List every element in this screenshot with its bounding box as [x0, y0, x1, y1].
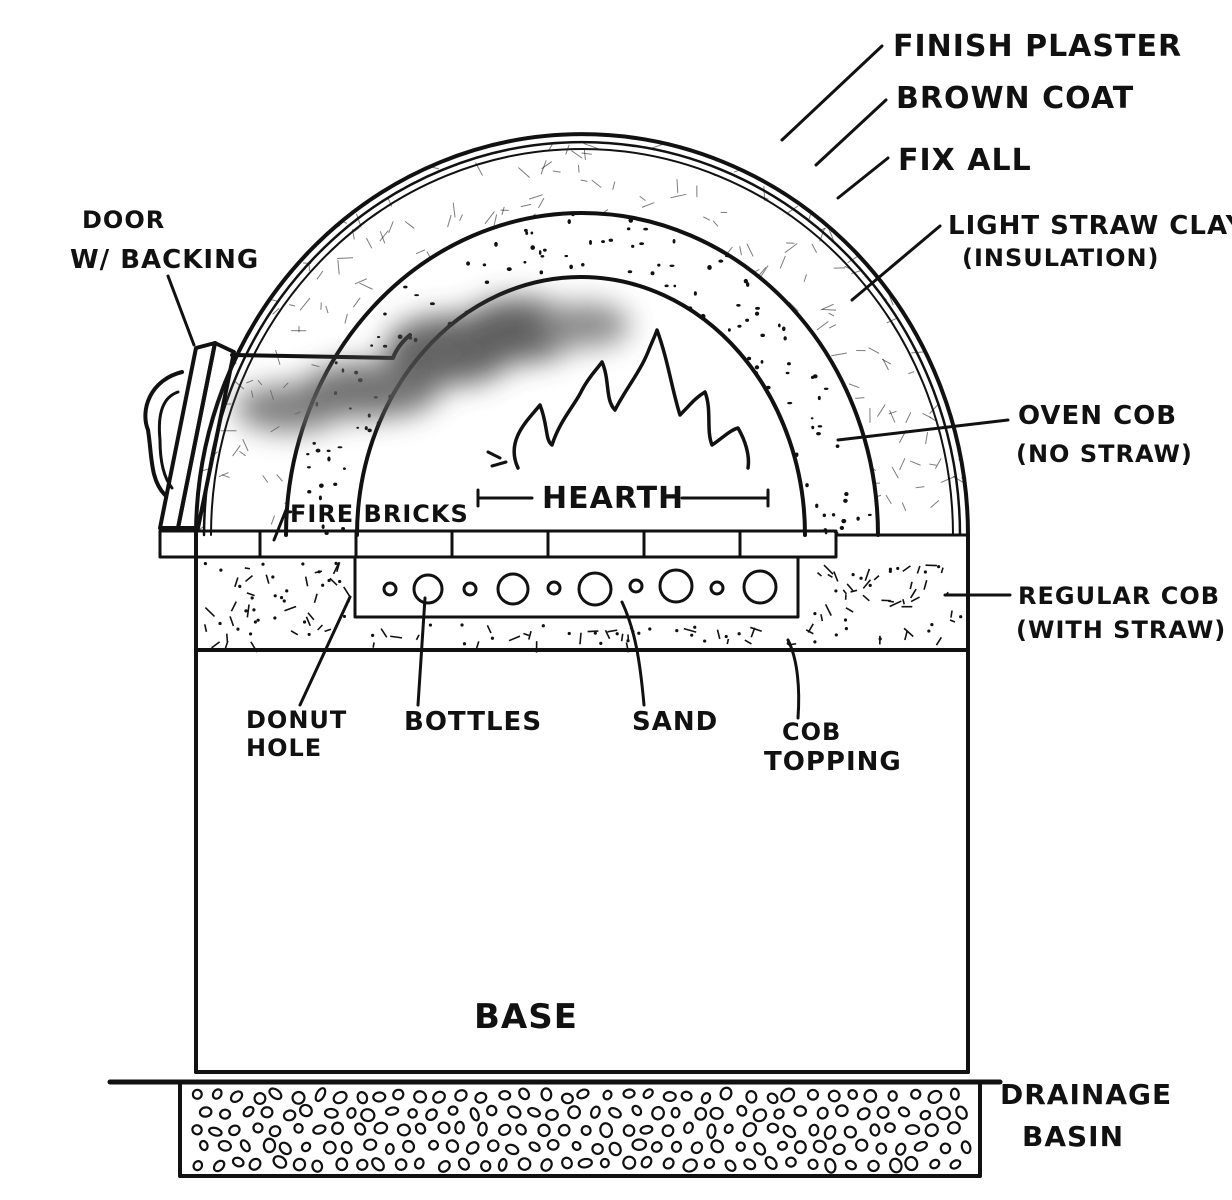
- bottles-row: [382, 568, 778, 607]
- fire-flames-icon: [512, 328, 751, 470]
- label-base: BASE: [474, 997, 578, 1037]
- label-topping: TOPPING: [764, 747, 902, 777]
- label-brown-coat: BROWN COAT: [896, 81, 1134, 116]
- leader-light-straw-clay: [850, 224, 942, 302]
- bottle-small: [462, 581, 478, 597]
- leader-donut-hole: [298, 595, 352, 707]
- sand-box: [353, 555, 800, 619]
- label-no-straw: (NO STRAW): [1016, 440, 1193, 468]
- door-handle-inner: [157, 390, 180, 490]
- label-fire-bricks: FIRE BRICKS: [290, 500, 469, 528]
- hearth-dimension: [476, 488, 770, 508]
- leader-door: [166, 274, 196, 347]
- finish-plaster-layer: [194, 131, 970, 537]
- bottle-small: [628, 578, 644, 594]
- label-insulation: (INSULATION): [962, 244, 1160, 272]
- leader-lines: [166, 44, 1012, 720]
- fix-all-layer: [210, 148, 954, 536]
- label-oven-cob: OVEN COB: [1018, 401, 1177, 431]
- label-door: DOOR: [82, 206, 165, 234]
- fire-bricks: [158, 529, 838, 559]
- ember-marks: [486, 450, 508, 468]
- oven-door: [143, 341, 236, 530]
- label-light-straw-clay: LIGHT STRAW CLAY: [948, 211, 1232, 241]
- drainage-gravel: [191, 1086, 972, 1174]
- door-backing: [176, 341, 236, 530]
- leader-brown-coat: [814, 98, 888, 167]
- label-with-straw: (WITH STRAW): [1016, 616, 1226, 644]
- fire-brick-row: [158, 529, 838, 559]
- label-basin: BASIN: [1022, 1120, 1124, 1153]
- label-regular-cob: REGULAR COB: [1018, 582, 1220, 610]
- smoke-cloud: [235, 298, 630, 432]
- door-handle-icon: [143, 370, 184, 497]
- sand-chamber: [353, 555, 800, 619]
- label-fix-all: FIX ALL: [898, 143, 1032, 178]
- labels: FINISH PLASTER BROWN COAT FIX ALL LIGHT …: [70, 29, 1232, 1153]
- label-door-backing: W/ BACKING: [70, 245, 259, 275]
- base: [194, 533, 970, 1074]
- label-drainage: DRAINAGE: [1000, 1078, 1172, 1111]
- leader-sand: [620, 600, 646, 707]
- regular-cob-slab: [194, 561, 970, 653]
- regular-cob-texture: [203, 561, 963, 653]
- leader-cob-topping: [786, 638, 801, 720]
- bottle-small: [546, 580, 562, 596]
- leader-fix-all: [836, 156, 890, 200]
- brown-coat-layer: [202, 140, 962, 537]
- label-donut: DONUT: [246, 706, 347, 734]
- label-sand: SAND: [632, 707, 718, 737]
- leader-fire-bricks: [272, 508, 288, 542]
- leader-finish-plaster: [780, 44, 884, 142]
- drainage-basin: [107, 1079, 1003, 1178]
- drainage-basin-outline: [178, 1080, 982, 1178]
- bottle-large: [577, 571, 613, 607]
- label-hole: HOLE: [246, 734, 322, 762]
- bottle-small: [382, 581, 398, 597]
- leader-bottles: [416, 596, 427, 707]
- label-finish-plaster: FINISH PLASTER: [893, 29, 1182, 64]
- bottle-large: [412, 573, 444, 605]
- leader-oven-cob: [836, 418, 1010, 442]
- label-hearth: HEARTH: [542, 481, 684, 516]
- label-bottles: BOTTLES: [404, 707, 542, 737]
- bottle-large: [742, 569, 778, 605]
- bottle-small: [709, 580, 725, 596]
- bottle-large: [496, 572, 530, 606]
- label-cob: COB: [782, 718, 841, 746]
- bottle-large: [658, 568, 694, 604]
